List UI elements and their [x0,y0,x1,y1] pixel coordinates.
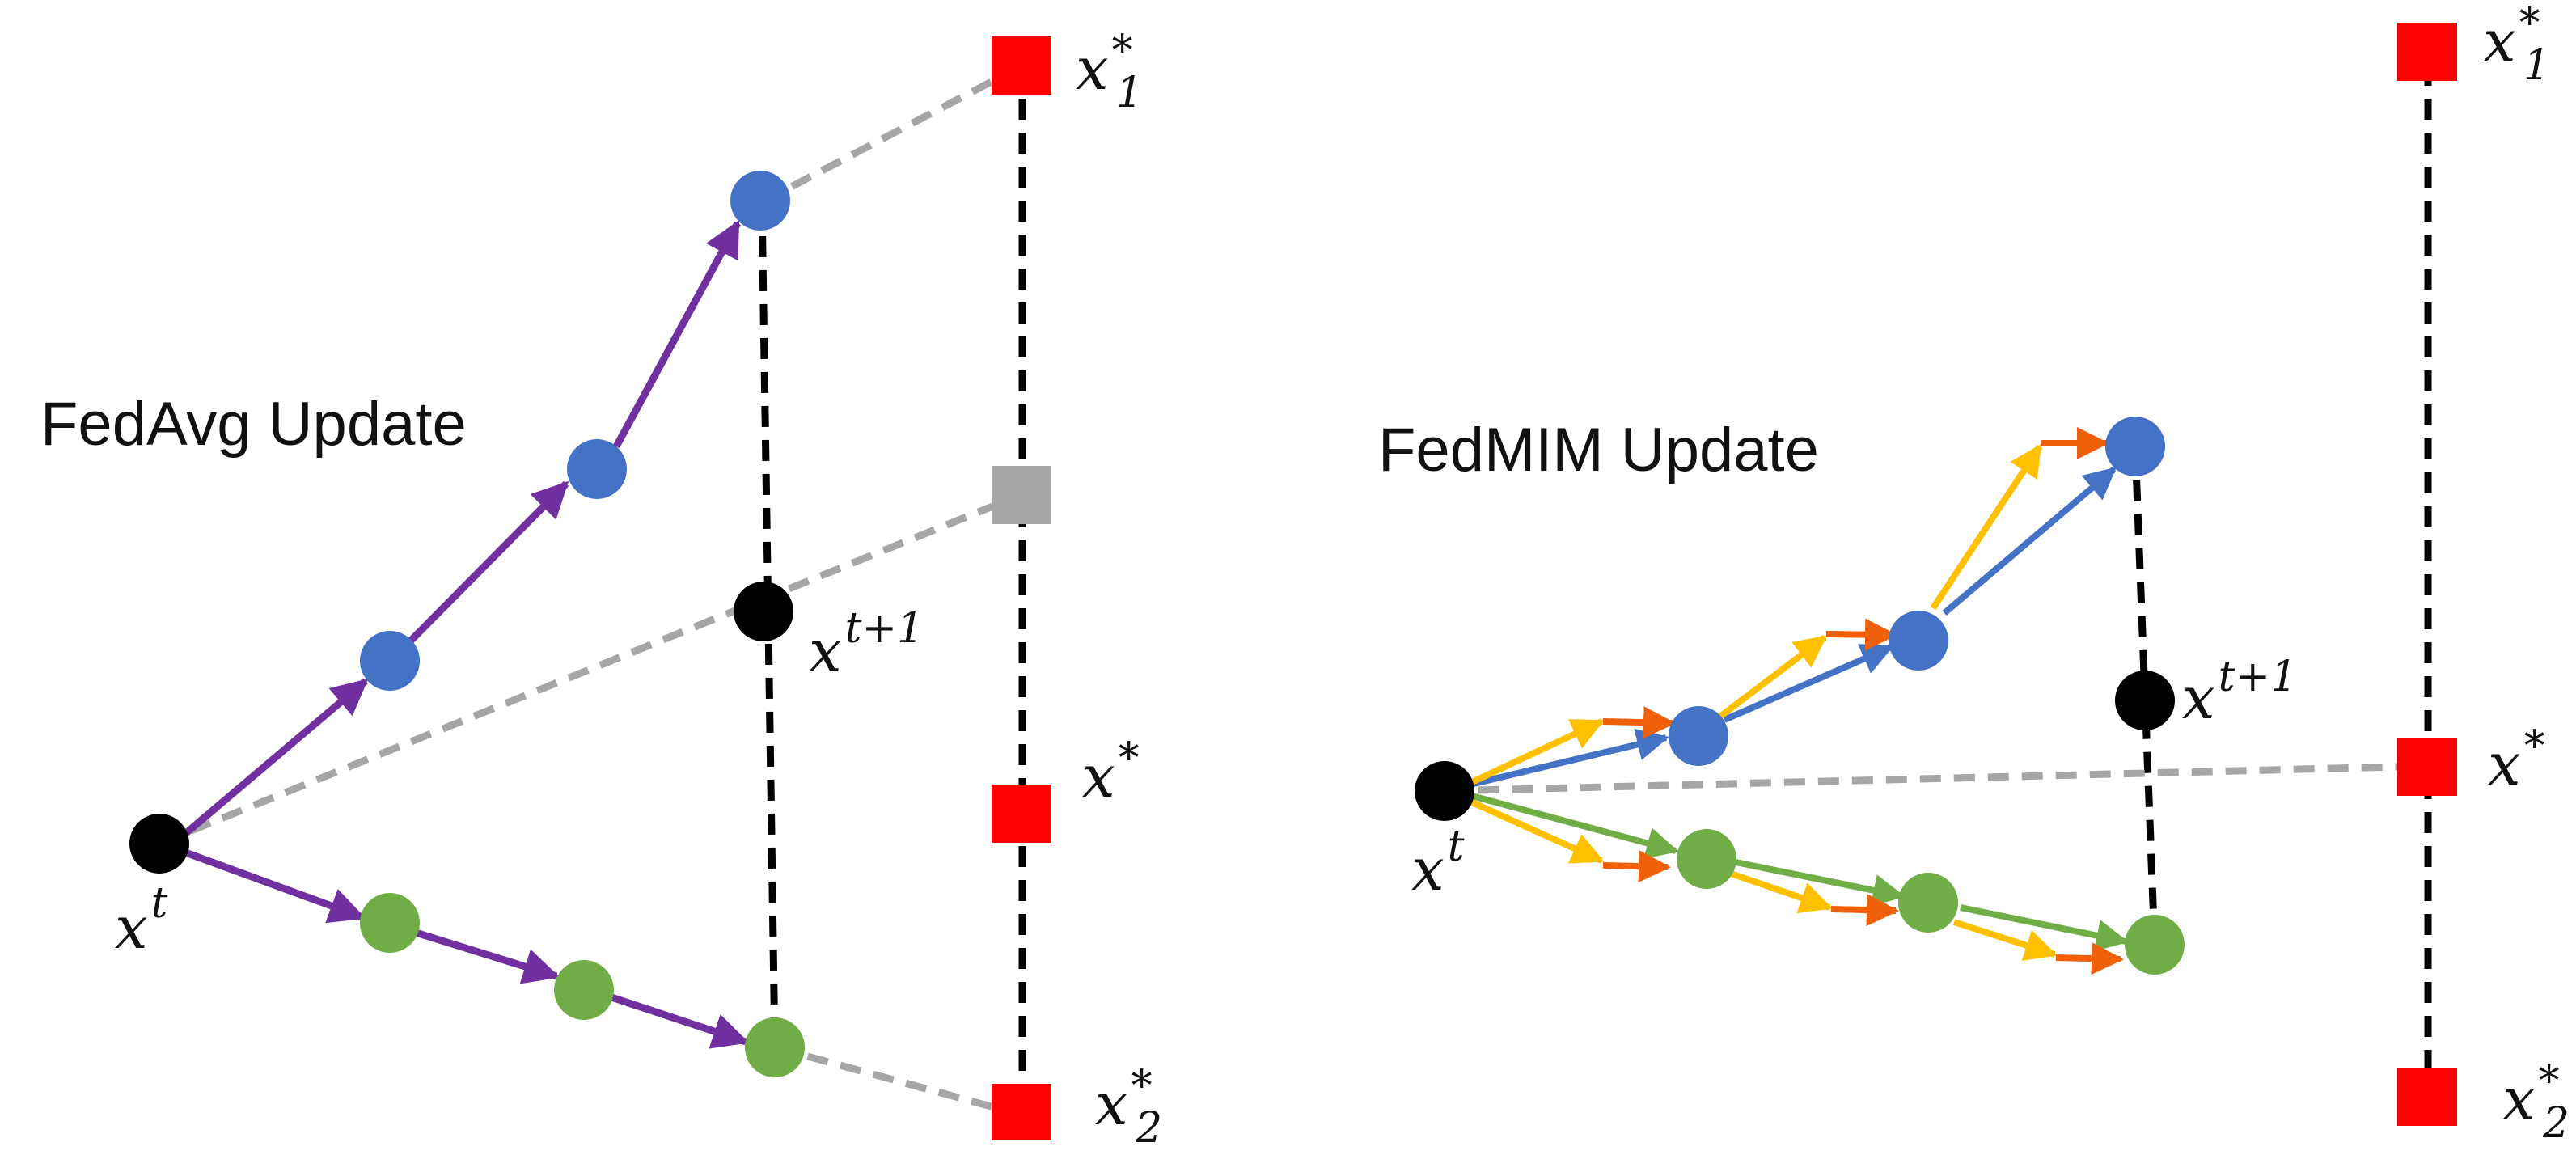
fedmim-label-xt: xt [1411,823,1465,903]
fedmim-orange-arrow-up-1 [1602,706,1676,739]
fedmim-optimum-client1-square [2397,23,2457,81]
fedmim-panel: FedMIM Update [1378,0,2570,1148]
fedmim-gray-line [1444,763,2398,795]
fedavg-upper-arrow-1 [184,678,369,836]
fedavg-aggregated-node [734,582,793,641]
fedavg-green-node-2 [554,960,614,1020]
fedmim-green-node-2 [1898,873,1958,933]
fedmim-blue-node-1 [1669,706,1728,766]
fedmim-title: FedMIM Update [1378,416,1819,484]
fedavg-label-x1star: x*1 [1076,27,1143,117]
fedavg-upper-arrow-2 [408,480,569,644]
fedmim-blue-arrow-3 [1942,466,2117,616]
fedavg-blue-node-3 [730,171,790,231]
fedmim-global-optimum-square [2397,738,2457,796]
fedmim-orange-arrow-down-2 [1830,894,1899,927]
fedavg-global-optimum-square [992,785,1051,843]
fedmim-orange-arrow-up-2 [1825,618,1897,651]
fedavg-label-xt: xt [115,879,168,962]
fedmim-green-arrow-1 [1470,793,1679,859]
fedavg-lower-arrow-3 [610,993,750,1049]
fedmim-green-node-1 [1677,829,1736,889]
fedavg-optimum-client2-square [992,1084,1051,1140]
fedmim-blue-arrow-1 [1470,728,1669,788]
fedmim-optimum-client2-square [2397,1068,2457,1126]
fedavg-gray-line-top [759,63,1023,205]
fedmim-yellow-arrow-up-2 [1715,634,1828,721]
fedmim-yellow-arrow-down-2 [1729,870,1833,914]
fedmim-yellow-arrow-down-3 [1952,919,2058,961]
fedmim-start-node [1415,761,1474,821]
fedmim-label-x2star: x*2 [2502,1057,2570,1148]
fedavg-upper-arrow-3 [613,220,741,449]
fedmim-orange-arrow-down-3 [2055,942,2124,975]
fedavg-blue-node-2 [567,439,627,499]
fedavg-label-xt1: xt+1 [809,604,924,685]
fedmim-green-arrow-2 [1735,859,1906,907]
fedavg-lower-arrow-2 [414,929,560,984]
fedmim-aggregated-node [2115,671,2175,730]
fedavg-start-node [129,814,189,874]
fedmim-blue-node-3 [2105,417,2165,476]
fedmim-green-arrow-3 [1960,904,2129,952]
fedavg-green-node-3 [745,1018,805,1077]
fedmim-blue-node-2 [1889,611,1948,671]
fedavg-biased-optimum-square [992,466,1051,524]
fedavg-label-xstar: x* [1082,734,1140,810]
fedavg-optimum-client1-square [992,36,1051,95]
fedmim-orange-arrow-down-1 [1602,850,1671,883]
fedavg-label-x2star: x*2 [1095,1062,1162,1153]
fedmim-label-xstar: x* [2488,722,2545,798]
fedmim-green-node-3 [2125,915,2185,975]
fedmim-yellow-arrow-up-1 [1469,718,1605,786]
fedavg-blue-node-1 [360,631,420,691]
fedavg-gray-line-bottom [773,1043,1022,1119]
fedmim-yellow-arrow-up-3 [1930,443,2043,611]
fedmim-blue-arrow-2 [1723,644,1894,723]
fedmim-label-xt1: xt+1 [2182,653,2297,732]
fedmim-label-x1star: x*1 [2483,0,2550,90]
fedavg-lower-arrow-1 [186,849,366,924]
fedmim-yellow-arrow-down-1 [1470,799,1605,864]
fedavg-green-node-1 [360,893,420,953]
fedavg-title: FedAvg Update [40,390,467,459]
fedavg-gray-line-middle [158,491,1022,848]
fedavg-panel: FedAvg Update xt [40,27,1162,1153]
